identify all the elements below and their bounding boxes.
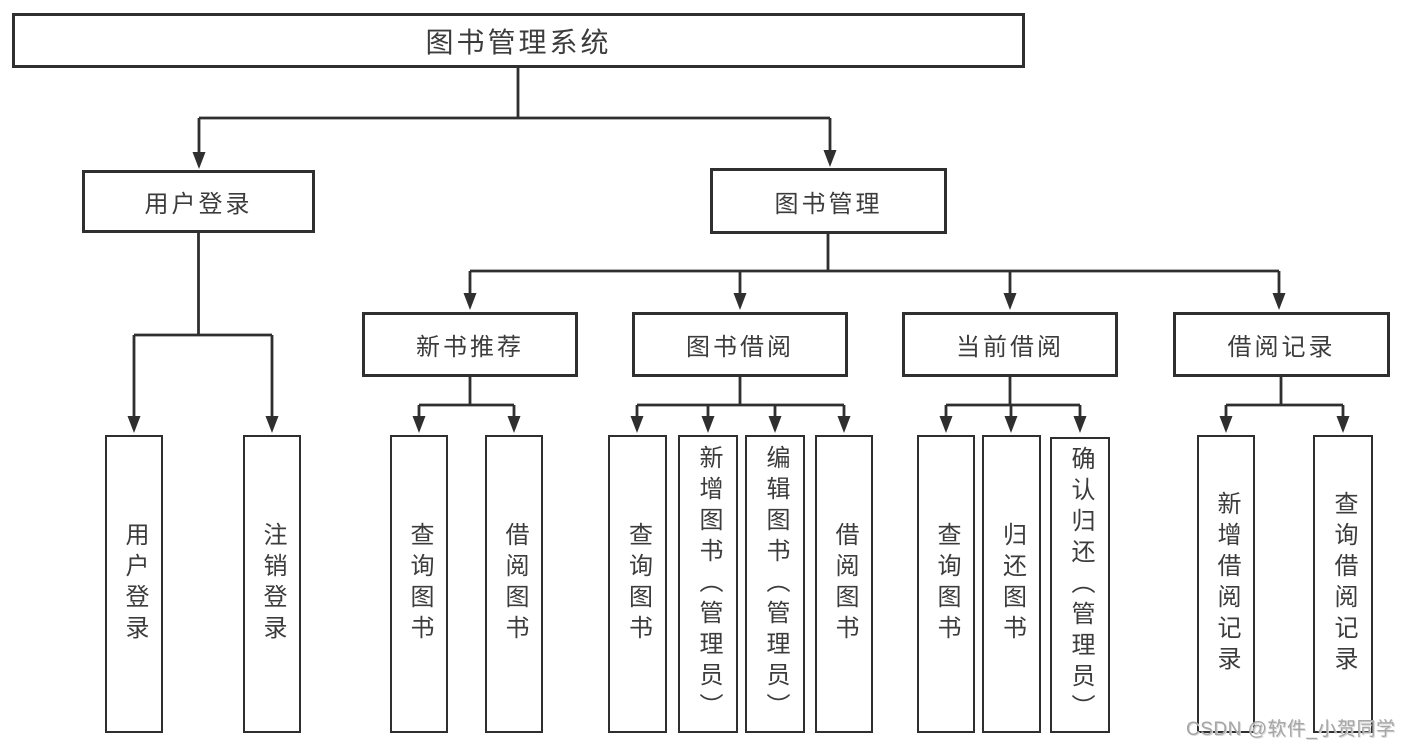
node-current-borrowing: 当前借阅 [902,312,1118,377]
leaf-logout-label: 注销登录 [259,522,286,646]
node-borrowing-records: 借阅记录 [1173,312,1390,377]
connector-book-management [468,234,1281,294]
connector-user-login [132,233,274,417]
node-user-login-label: 用户登录 [144,191,253,218]
node-user-login: 用户登录 [82,170,315,233]
leaf-cb-confirm-return-admin-label: 确认归还（管理员） [1067,445,1094,725]
leaf-cb-query-books: 查询图书 [917,435,975,733]
node-new-book-recommend-label: 新书推荐 [416,334,524,361]
connector-book-borrowing [635,377,846,417]
leaf-bb-query-books: 查询图书 [608,435,667,733]
leaf-bb-borrow-books: 借阅图书 [815,435,873,733]
leaf-rec-borrow-books: 借阅图书 [485,435,543,733]
connector-root [197,68,832,153]
leaf-logout: 注销登录 [243,435,301,733]
arrowheads [127,150,1350,433]
leaf-bb-query-books-label: 查询图书 [624,522,652,646]
node-library-system-label: 图书管理系统 [425,26,612,58]
connector-current-borrowing [944,377,1082,417]
leaf-cb-return-books: 归还图书 [982,435,1041,733]
leaf-bb-edit-books-admin: 编辑图书（管理员） [745,435,805,733]
leaf-cb-query-books-label: 查询图书 [933,522,960,646]
leaf-br-query-record: 查询借阅记录 [1313,435,1373,733]
node-book-borrowing: 图书借阅 [632,312,848,377]
leaf-rec-query-books-label: 查询图书 [406,522,433,646]
leaf-bb-add-books-admin: 新增图书（管理员） [678,435,738,733]
leaf-cb-return-books-label: 归还图书 [998,522,1026,646]
node-library-system: 图书管理系统 [12,13,1025,68]
connector-borrowing-records [1224,377,1345,417]
leaf-br-add-record-label: 新增借阅记录 [1213,491,1240,677]
node-book-management-label: 图书管理 [774,190,883,218]
leaf-user-login-label: 用户登录 [121,522,148,646]
node-book-management: 图书管理 [710,168,947,234]
leaf-br-add-record: 新增借阅记录 [1197,435,1255,733]
node-book-borrowing-label: 图书借阅 [686,334,794,361]
node-new-book-recommend: 新书推荐 [362,312,578,377]
leaf-user-login: 用户登录 [105,435,163,733]
connector-new-book-recommend [417,377,516,417]
leaf-bb-edit-books-admin-label: 编辑图书（管理员） [762,444,789,724]
leaf-br-query-record-label: 查询借阅记录 [1330,491,1357,677]
watermark: CSDN @软件_小贺同学 [1186,719,1396,740]
leaf-rec-borrow-books-label: 借阅图书 [501,522,528,646]
leaf-bb-borrow-books-label: 借阅图书 [831,522,858,646]
leaf-rec-query-books: 查询图书 [390,435,448,733]
leaf-cb-confirm-return-admin: 确认归还（管理员） [1050,437,1110,733]
leaf-bb-add-books-admin-label: 新增图书（管理员） [695,444,722,724]
node-borrowing-records-label: 借阅记录 [1227,334,1336,361]
node-current-borrowing-label: 当前借阅 [956,334,1064,361]
